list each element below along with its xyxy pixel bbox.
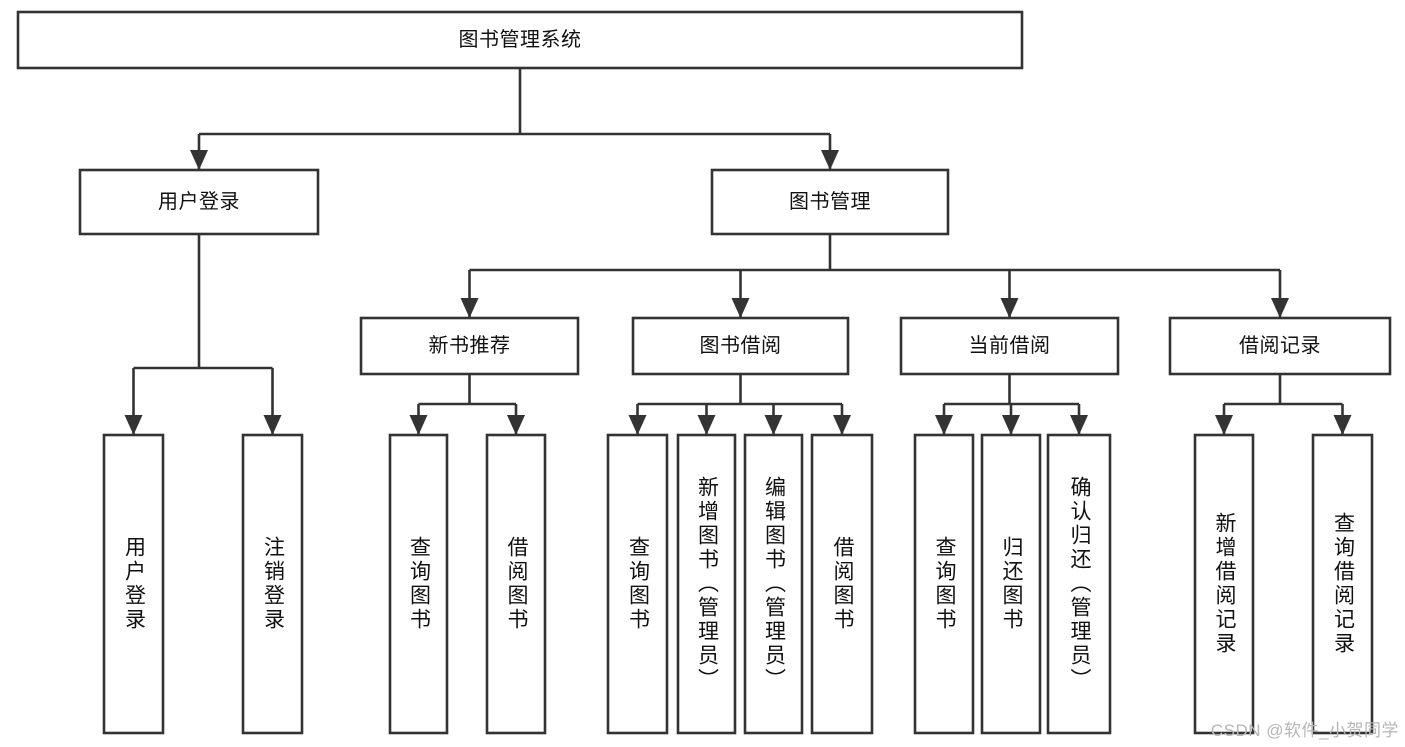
node-box-book-borrow — [631, 316, 850, 376]
arrow-head-icon-leaf-logout — [263, 415, 282, 435]
node-box-leaf-query-book-2 — [606, 433, 669, 735]
node-box-leaf-edit-book — [743, 433, 804, 735]
arrow-head-icon-leaf-borrow-book-1 — [507, 415, 525, 435]
arrow-head-icon-leaf-query-book-2 — [628, 415, 647, 435]
node-box-root — [16, 10, 1024, 70]
arrow-head-icon-new-book-recommend — [460, 298, 479, 318]
node-box-leaf-query-book-1 — [388, 433, 449, 735]
arrow-head-icon-leaf-add-borrow-record — [1215, 415, 1233, 435]
arrow-head-icon-user-login — [190, 150, 208, 170]
connectors-layer — [124, 68, 1352, 435]
node-box-leaf-logout — [241, 433, 304, 735]
node-box-book-management — [710, 168, 950, 236]
arrow-head-icon-leaf-query-borrow-record — [1333, 415, 1352, 435]
arrow-head-icon-leaf-borrow-book-2 — [833, 415, 851, 435]
arrow-head-icon-book-borrow — [731, 298, 750, 318]
arrow-head-icon-book-management — [821, 150, 839, 170]
node-box-current-borrow — [899, 316, 1120, 376]
node-box-leaf-query-book-3 — [913, 433, 975, 735]
csdn-watermark: CSDN @软件_小贺同学 — [1210, 721, 1399, 740]
node-box-leaf-add-borrow-record — [1193, 433, 1255, 735]
node-box-leaf-borrow-book-1 — [485, 433, 547, 735]
node-box-leaf-confirm-return — [1046, 433, 1112, 735]
boxes-layer — [16, 10, 1392, 735]
node-box-new-book-recommend — [359, 316, 580, 376]
node-box-user-login — [78, 168, 320, 236]
arrow-head-icon-leaf-return-book — [1002, 415, 1020, 435]
arrow-head-icon-leaf-query-book-3 — [935, 415, 953, 435]
arrow-head-icon-leaf-confirm-return — [1070, 415, 1088, 435]
arrow-head-icon-leaf-user-login — [124, 415, 143, 435]
arrow-head-icon-leaf-edit-book — [764, 415, 783, 435]
node-box-leaf-user-login — [102, 433, 165, 735]
node-box-leaf-query-borrow-record — [1311, 433, 1374, 735]
arrow-head-icon-current-borrow — [1000, 298, 1019, 318]
node-box-leaf-return-book — [980, 433, 1042, 735]
arrow-head-icon-leaf-query-book-1 — [409, 415, 428, 435]
arrow-head-icon-leaf-add-book — [697, 415, 716, 435]
node-box-borrow-record — [1168, 316, 1392, 376]
arrow-head-icon-borrow-record — [1271, 298, 1289, 318]
node-box-leaf-borrow-book-2 — [810, 433, 874, 735]
node-box-leaf-add-book — [676, 433, 737, 735]
